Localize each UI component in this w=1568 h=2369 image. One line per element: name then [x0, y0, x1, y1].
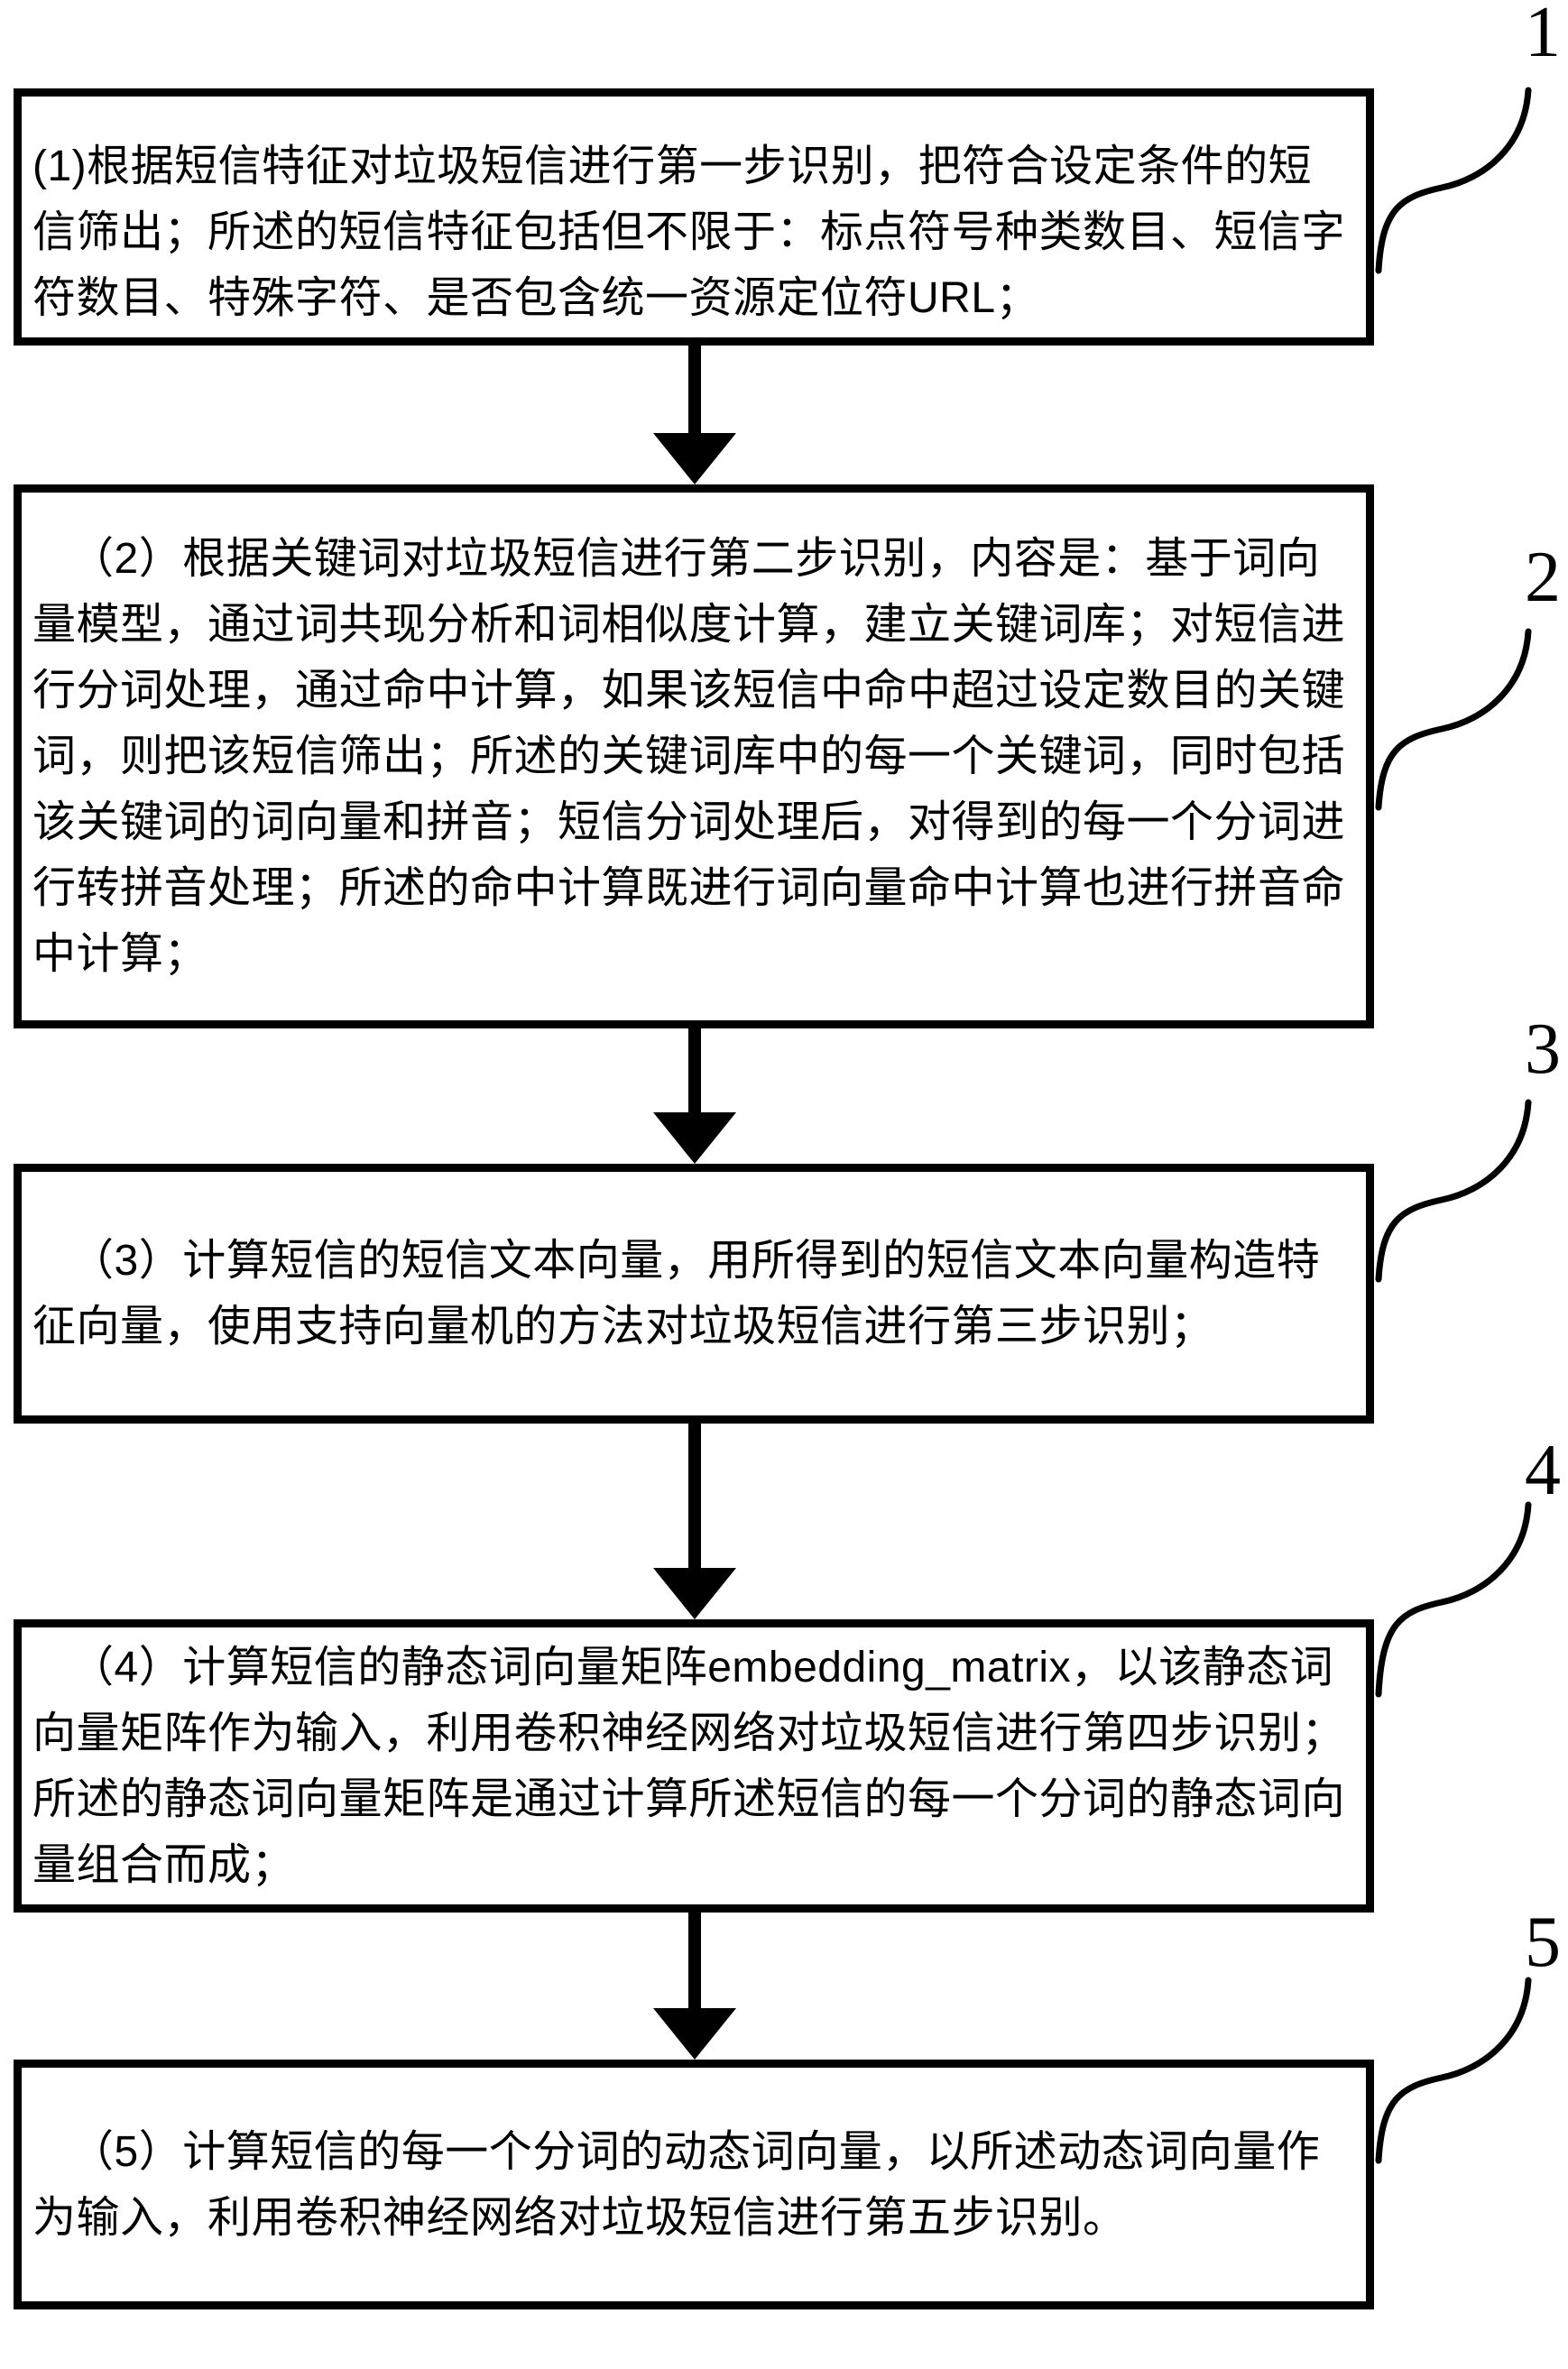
step-text-5: （5）计算短信的每一个分词的动态词向量，以所述动态词向量作为输入，利用卷积神经网…: [32, 2127, 1321, 2242]
step-box-3: （3）计算短信的短信文本向量，用所得到的短信文本向量构造特征向量，使用支持向量机…: [14, 1164, 1374, 1424]
flow-arrow-1-icon: [653, 344, 736, 484]
leader-line-5: [1375, 1977, 1532, 2164]
leader-line-4: [1375, 1501, 1532, 1698]
step-box-4: （4）计算短信的静态词向量矩阵embedding_matrix，以该静态词向量矩…: [14, 1619, 1374, 1913]
ref-label-4: 4: [1525, 1431, 1561, 1510]
step-text-1: (1)根据短信特征对垃圾短信进行第一步识别，把符合设定条件的短信筛出；所述的短信…: [32, 143, 1346, 322]
flow-arrow-4-icon: [653, 1909, 736, 2060]
ref-label-3: 3: [1525, 1009, 1561, 1089]
ref-label-5: 5: [1525, 1903, 1561, 1982]
flow-arrow-2-icon: [653, 1025, 736, 1164]
leader-line-1: [1375, 87, 1532, 274]
step-text-2: （2）根据关键词对垃圾短信进行第二步识别，内容是：基于词向量模型，通过词共现分析…: [32, 535, 1346, 978]
step-text-3: （3）计算短信的短信文本向量，用所得到的短信文本向量构造特征向量，使用支持向量机…: [32, 1237, 1321, 1350]
leader-line-3: [1375, 1099, 1532, 1283]
flow-arrow-3-icon: [653, 1420, 736, 1619]
step-box-5: （5）计算短信的每一个分词的动态词向量，以所述动态词向量作为输入，利用卷积神经网…: [14, 2060, 1374, 2309]
step-box-1: (1)根据短信特征对垃圾短信进行第一步识别，把符合设定条件的短信筛出；所述的短信…: [14, 88, 1374, 346]
ref-label-1: 1: [1525, 0, 1561, 72]
step-text-4: （4）计算短信的静态词向量矩阵embedding_matrix，以该静态词向量矩…: [32, 1643, 1346, 1889]
leader-line-2: [1375, 628, 1532, 811]
ref-label-2: 2: [1525, 538, 1561, 617]
step-box-2: （2）根据关键词对垃圾短信进行第二步识别，内容是：基于词向量模型，通过词共现分析…: [14, 484, 1374, 1028]
